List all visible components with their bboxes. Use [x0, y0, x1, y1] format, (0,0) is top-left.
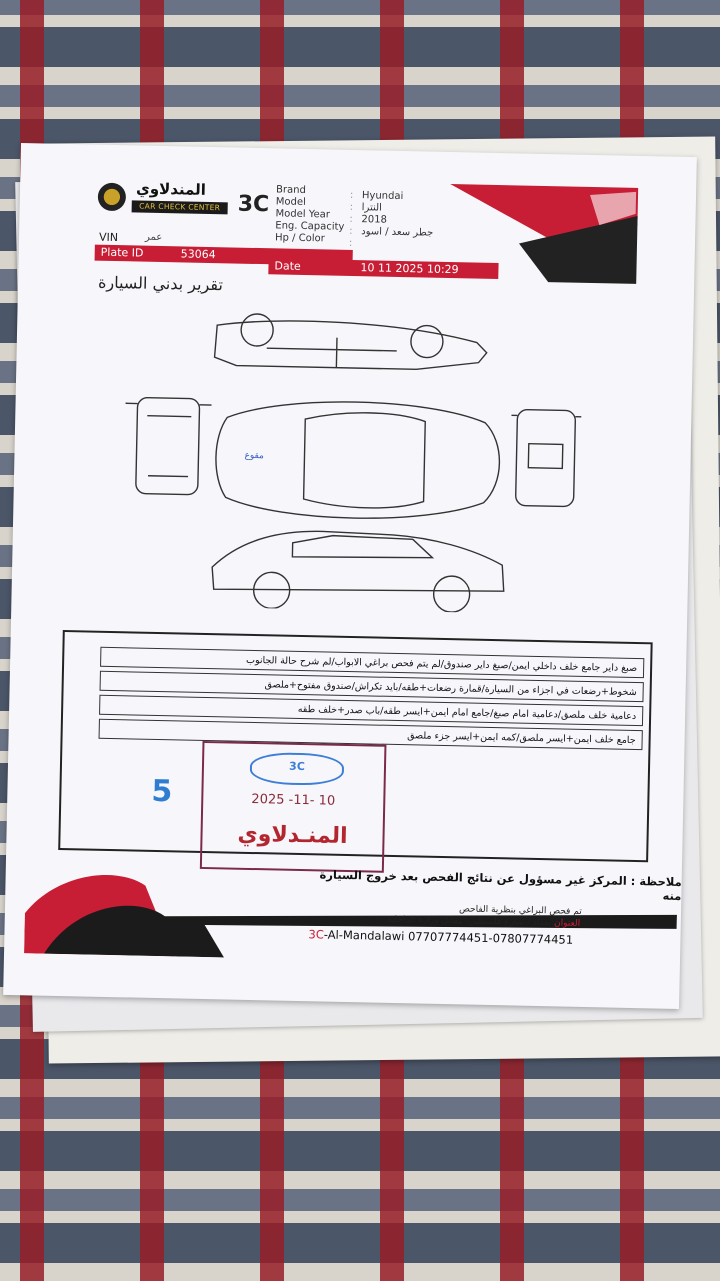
vin-value: عمر: [144, 231, 163, 243]
stamp-name: المنـدلاوي: [237, 821, 348, 850]
date-value: 10 11 2025 10:29: [360, 261, 459, 277]
report-title: تقرير بدني السيارة: [97, 272, 224, 295]
footer-brand: 3C: [308, 927, 324, 942]
logo-arabic: المندلاوي: [135, 179, 207, 199]
logo-english: CAR CHECK CENTER: [131, 200, 228, 215]
plate-value: 53064: [180, 247, 216, 262]
date-label: Date: [274, 259, 301, 273]
date-bar: Date 10 11 2025 10:29: [268, 258, 499, 280]
diagram-mark: مقوع: [244, 451, 264, 461]
header-decoration: [450, 184, 639, 284]
car-body-diagram: مقوع: [125, 313, 505, 613]
stamp-date: 2025 -11- 10: [251, 791, 336, 809]
brand-mark: 3C: [237, 191, 270, 218]
car-front-view-diagram: [511, 408, 582, 508]
plate-label: Plate ID: [100, 245, 144, 260]
logo-emblem-icon: [97, 182, 127, 212]
vehicle-field-labels: Brand Model Model Year Eng. Capacity Hp …: [275, 184, 345, 245]
car-top-side-view: [213, 313, 488, 371]
footer-address-label: العنوان: [553, 918, 581, 929]
field-separators: :::::: [348, 189, 354, 249]
stamp-logo: 3C: [249, 751, 345, 786]
car-rear-view: [125, 397, 212, 496]
vehicle-field-values: Hyundai النترا 2018 جطر سعد / اسود: [361, 190, 434, 239]
car-top-view: [215, 401, 501, 519]
inspection-report-sheet: المندلاوي CAR CHECK CENTER 3C Brand Mode…: [3, 143, 697, 1009]
value-hp-color: جطر سعد / اسود: [361, 226, 434, 239]
vin-label: VIN: [98, 230, 119, 245]
center-logo: المندلاوي CAR CHECK CENTER: [97, 179, 229, 218]
label-hp-color: Hp / Color: [274, 232, 325, 245]
footer-decoration: [24, 875, 677, 958]
car-side-view: [211, 530, 505, 613]
handwritten-number: 5: [151, 773, 173, 810]
